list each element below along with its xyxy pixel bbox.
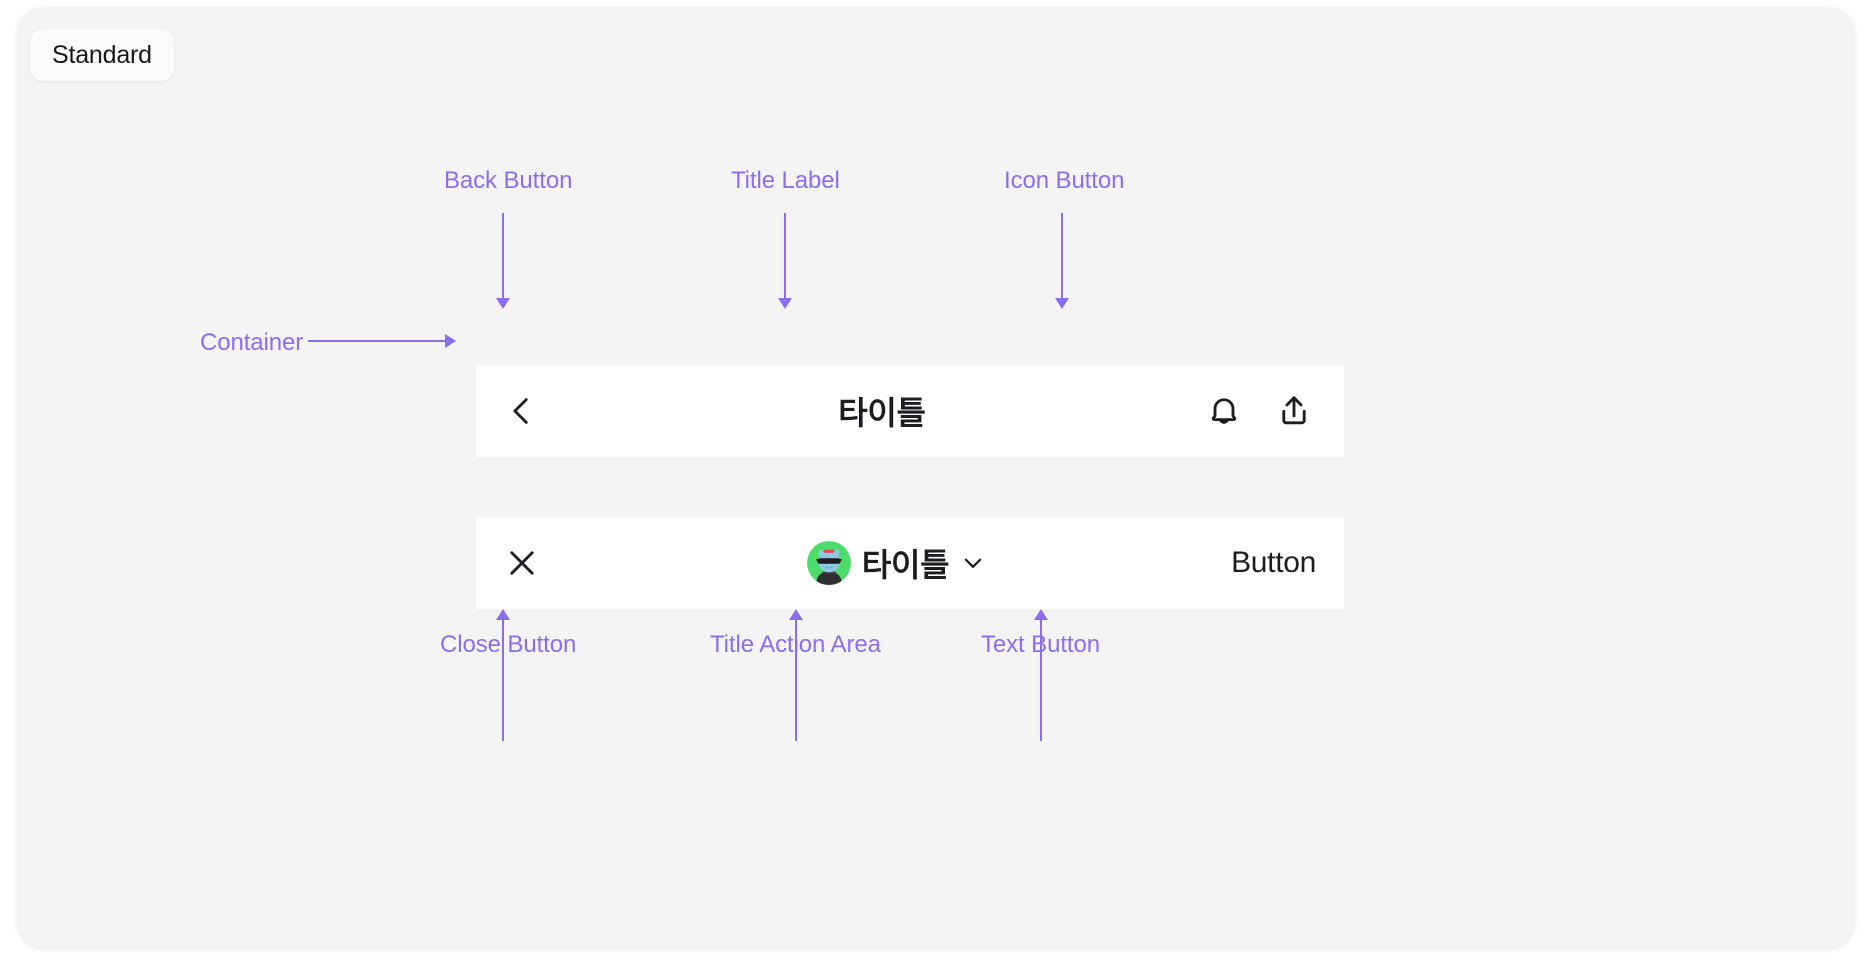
title-action-area[interactable]: 타이틀 bbox=[806, 540, 986, 586]
avatar bbox=[806, 541, 851, 585]
close-x-icon bbox=[494, 535, 550, 591]
navbar-modal-container: 타이틀 Button bbox=[476, 517, 1344, 609]
back-button[interactable] bbox=[476, 365, 568, 457]
navbar-standard-container: 타이틀 bbox=[476, 365, 1344, 457]
annotation-title-action-area: Title Action Area bbox=[710, 631, 881, 658]
navbar-standard-actions bbox=[1196, 365, 1344, 457]
navbar-standard-title: 타이틀 bbox=[838, 395, 926, 431]
close-button[interactable] bbox=[476, 517, 568, 609]
chevron-left-icon bbox=[494, 383, 550, 439]
annotation-title-label: Title Label bbox=[731, 167, 840, 194]
design-canvas: Standard Back Button Title Label Icon Bu… bbox=[18, 7, 1854, 947]
annotation-arrow-icon-button bbox=[1061, 213, 1063, 299]
text-button[interactable]: Button bbox=[1231, 546, 1316, 579]
annotation-icon-button: Icon Button bbox=[1004, 167, 1125, 194]
annotation-arrow-back-button bbox=[502, 213, 504, 299]
annotation-container: Container bbox=[200, 329, 304, 356]
annotation-text-button: Text Button bbox=[981, 631, 1100, 658]
variant-badge-label: Standard bbox=[52, 40, 152, 69]
annotation-close-button: Close Button bbox=[440, 631, 577, 658]
notification-bell-button[interactable] bbox=[1196, 383, 1252, 439]
annotation-arrow-close-button bbox=[502, 619, 504, 741]
navbar-modal-title-area: 타이틀 bbox=[568, 517, 1225, 609]
navbar-modal-actions: Button bbox=[1225, 517, 1344, 609]
annotation-back-button: Back Button bbox=[444, 167, 573, 194]
annotation-arrow-container bbox=[308, 340, 446, 342]
chevron-down-icon bbox=[960, 550, 986, 576]
share-upload-button[interactable] bbox=[1266, 383, 1322, 439]
navbar-modal-title: 타이틀 bbox=[861, 547, 950, 583]
navbar-standard-title-area: 타이틀 bbox=[568, 365, 1196, 457]
annotation-arrow-title-label bbox=[784, 213, 786, 299]
annotation-arrow-text-button bbox=[1040, 619, 1042, 741]
annotation-arrow-title-action-area bbox=[795, 619, 797, 741]
variant-badge[interactable]: Standard bbox=[30, 29, 174, 81]
